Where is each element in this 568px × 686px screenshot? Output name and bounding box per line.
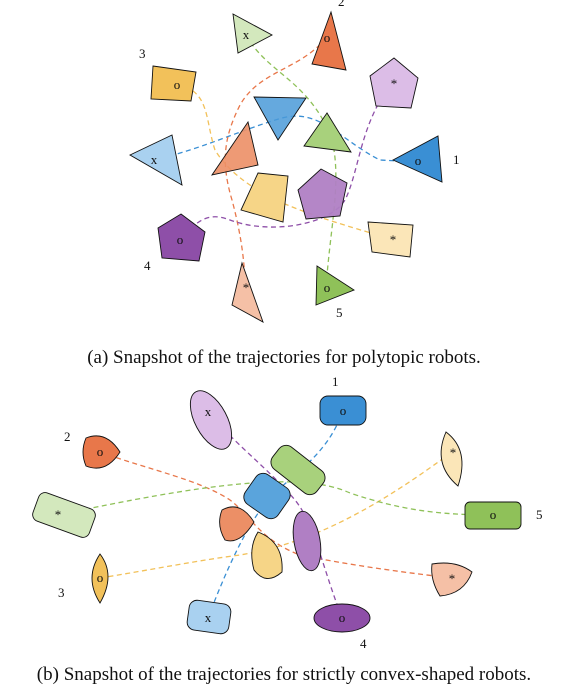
robot-2-mid-a bbox=[210, 120, 259, 176]
robot-2-goal-b bbox=[431, 562, 473, 597]
marker-start: o bbox=[415, 153, 422, 168]
robot-4-goal-b bbox=[189, 390, 233, 450]
robot-label-4-b: 4 bbox=[360, 636, 367, 651]
robot-1-start-a bbox=[391, 135, 443, 183]
marker-alt-goal: x bbox=[205, 404, 212, 419]
trajectory-robot-4-a bbox=[177, 79, 396, 241]
marker-goal: * bbox=[449, 571, 456, 586]
robot-4-start-b bbox=[313, 603, 371, 633]
marker-start: o bbox=[324, 30, 331, 45]
robot-label-1-b: 1 bbox=[332, 374, 339, 389]
robot-label-5-b: 5 bbox=[536, 507, 543, 522]
robot-2-start-a bbox=[311, 10, 347, 71]
trajectory-robot-3-b bbox=[99, 451, 453, 579]
robot-2-start-b bbox=[82, 435, 121, 469]
trajectory-robot-1-a bbox=[152, 115, 419, 163]
trajectory-robot-3-a bbox=[176, 84, 394, 241]
marker-start: o bbox=[490, 507, 497, 522]
marker-start: o bbox=[339, 610, 346, 625]
robot-1-mid-b bbox=[243, 472, 291, 520]
robot-5-start-b bbox=[464, 501, 522, 530]
robot-1-start-b bbox=[319, 395, 367, 426]
marker-goal: * bbox=[243, 280, 250, 295]
marker-goal: * bbox=[450, 445, 457, 460]
robot-label-3-b: 3 bbox=[58, 585, 65, 600]
trajectory-robot-2-b bbox=[99, 451, 453, 579]
robot-2-goal-a bbox=[231, 261, 264, 323]
robot-label-1-a: 1 bbox=[453, 152, 460, 167]
marker-goal: * bbox=[390, 232, 397, 247]
marker-start: o bbox=[340, 403, 347, 418]
marker-goal: * bbox=[391, 76, 398, 91]
robot-2-mid-b bbox=[219, 506, 255, 542]
robot-3-start-b bbox=[91, 553, 109, 604]
trajectory-robot-5-b bbox=[57, 481, 493, 516]
marker-alt-goal: x bbox=[243, 27, 250, 42]
robot-1-mid-a bbox=[253, 96, 307, 141]
marker-start: o bbox=[324, 280, 331, 295]
robot-label-5-a: 5 bbox=[336, 305, 343, 320]
robot-label-2-a: 2 bbox=[338, 0, 345, 9]
robot-3-mid-b bbox=[251, 531, 283, 579]
marker-start: o bbox=[97, 444, 104, 459]
robot-5-mid-a bbox=[303, 112, 352, 153]
robot-5-goal-b bbox=[32, 492, 96, 538]
robot-3-mid-a bbox=[240, 172, 289, 223]
robot-4-mid-a bbox=[297, 168, 348, 220]
panel-b: o x o * o * o x o * 1 2 3 4 5 bbox=[32, 374, 543, 651]
robot-4-mid-b bbox=[292, 510, 322, 572]
robot-3-start-a bbox=[150, 65, 197, 102]
robot-3-goal-a bbox=[367, 221, 414, 258]
marker-alt-goal: x bbox=[205, 610, 212, 625]
robot-label-4-a: 4 bbox=[144, 258, 151, 273]
marker-start: o bbox=[174, 77, 181, 92]
marker-start: o bbox=[177, 232, 184, 247]
marker-start: o bbox=[97, 570, 104, 585]
robot-4-goal-a bbox=[369, 57, 419, 109]
robot-1-goal-a bbox=[129, 134, 183, 186]
robot-5-goal-a bbox=[232, 13, 273, 54]
robot-1-goal-b bbox=[186, 599, 232, 635]
robot-label-3-a: 3 bbox=[139, 46, 146, 61]
trajectory-robot-5-a bbox=[245, 34, 337, 289]
robot-5-mid-b bbox=[270, 444, 326, 496]
trajectory-robot-2-a bbox=[224, 37, 327, 289]
marker-goal: * bbox=[55, 507, 62, 522]
caption-b: (b) Snapshot of the trajectories for str… bbox=[36, 664, 532, 685]
panel-a: o x o * o * o * o x 1 2 3 4 5 bbox=[129, 0, 460, 323]
robot-5-start-a bbox=[315, 265, 355, 306]
robot-3-goal-b bbox=[440, 431, 463, 487]
marker-alt-goal: x bbox=[151, 152, 158, 167]
robot-label-2-b: 2 bbox=[64, 429, 71, 444]
robot-4-start-a bbox=[157, 213, 206, 262]
caption-a: (a) Snapshot of the trajectories for pol… bbox=[87, 347, 481, 368]
